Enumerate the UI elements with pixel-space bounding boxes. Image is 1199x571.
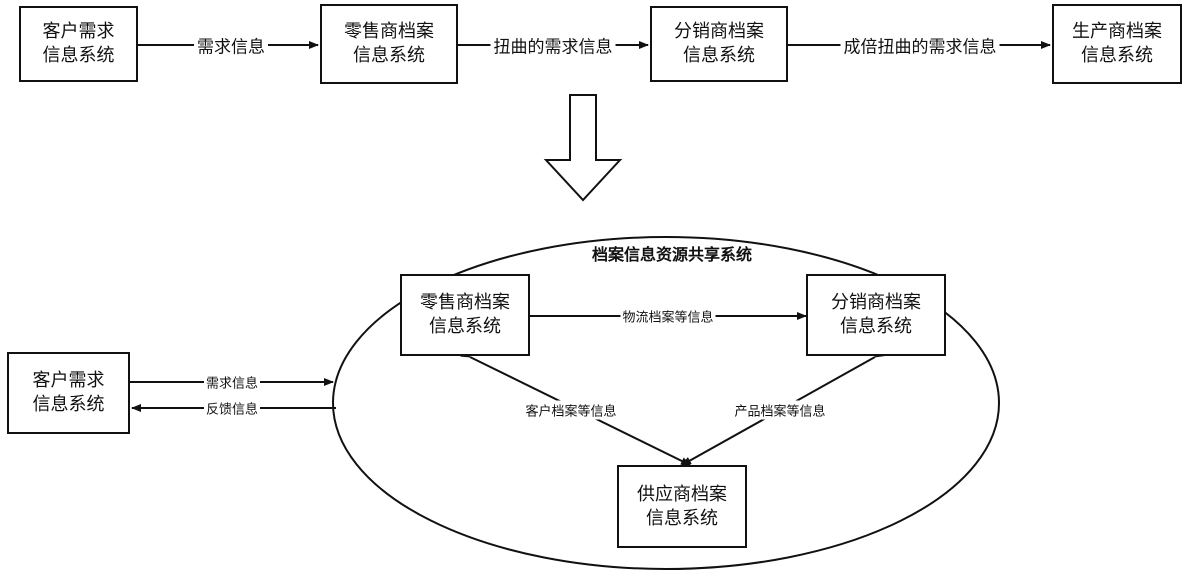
label-customer-archive-info: 客户档案等信息 [523, 400, 619, 420]
top-producer-line1: 生产商档案 [1072, 21, 1162, 42]
top-distributor-line1: 分销商档案 [674, 21, 764, 42]
top-distributor-box: 分销商档案 信息系统 [650, 6, 788, 82]
top-producer-line2: 信息系统 [1081, 45, 1153, 66]
label-external-feedback-info: 反馈信息 [203, 398, 261, 418]
shared-supplier-box: 供应商档案 信息系统 [617, 465, 747, 548]
top-distributor-line2: 信息系统 [683, 45, 755, 66]
transform-down-arrow [543, 94, 623, 202]
label-product-archive-info: 产品档案等信息 [732, 400, 828, 420]
label-logistics-archive-info: 物流档案等信息 [620, 306, 716, 326]
external-customer-line2: 信息系统 [32, 394, 105, 415]
shared-retailer-box: 零售商档案 信息系统 [400, 274, 530, 356]
shared-retailer-line1: 零售商档案 [420, 292, 510, 313]
top-customer-line2: 信息系统 [42, 45, 115, 66]
shared-distributor-line1: 分销商档案 [831, 292, 921, 313]
shared-system-title: 档案信息资源共享系统 [591, 245, 753, 264]
label-demand-info: 需求信息 [194, 32, 268, 58]
shared-supplier-line1: 供应商档案 [637, 483, 727, 505]
top-producer-box: 生产商档案 信息系统 [1052, 4, 1182, 84]
top-retailer-box: 零售商档案 信息系统 [320, 4, 458, 84]
external-customer-demand-box: 客户需求 信息系统 [7, 352, 130, 434]
label-distorted-demand-info: 扭曲的需求信息 [490, 32, 616, 58]
top-retailer-line1: 零售商档案 [344, 21, 434, 42]
shared-distributor-line2: 信息系统 [840, 316, 912, 337]
top-customer-line1: 客户需求 [42, 21, 115, 42]
top-customer-demand-box: 客户需求 信息系统 [19, 6, 138, 82]
shared-retailer-line2: 信息系统 [429, 316, 501, 337]
top-retailer-line2: 信息系统 [353, 45, 425, 66]
shared-distributor-box: 分销商档案 信息系统 [806, 274, 946, 356]
shared-system-ellipse [332, 236, 1000, 570]
external-customer-line1: 客户需求 [32, 370, 105, 391]
label-external-demand-info: 需求信息 [203, 372, 261, 392]
shared-supplier-line2: 信息系统 [646, 507, 718, 529]
label-amplified-distorted-demand-info: 成倍扭曲的需求信息 [840, 32, 1000, 58]
